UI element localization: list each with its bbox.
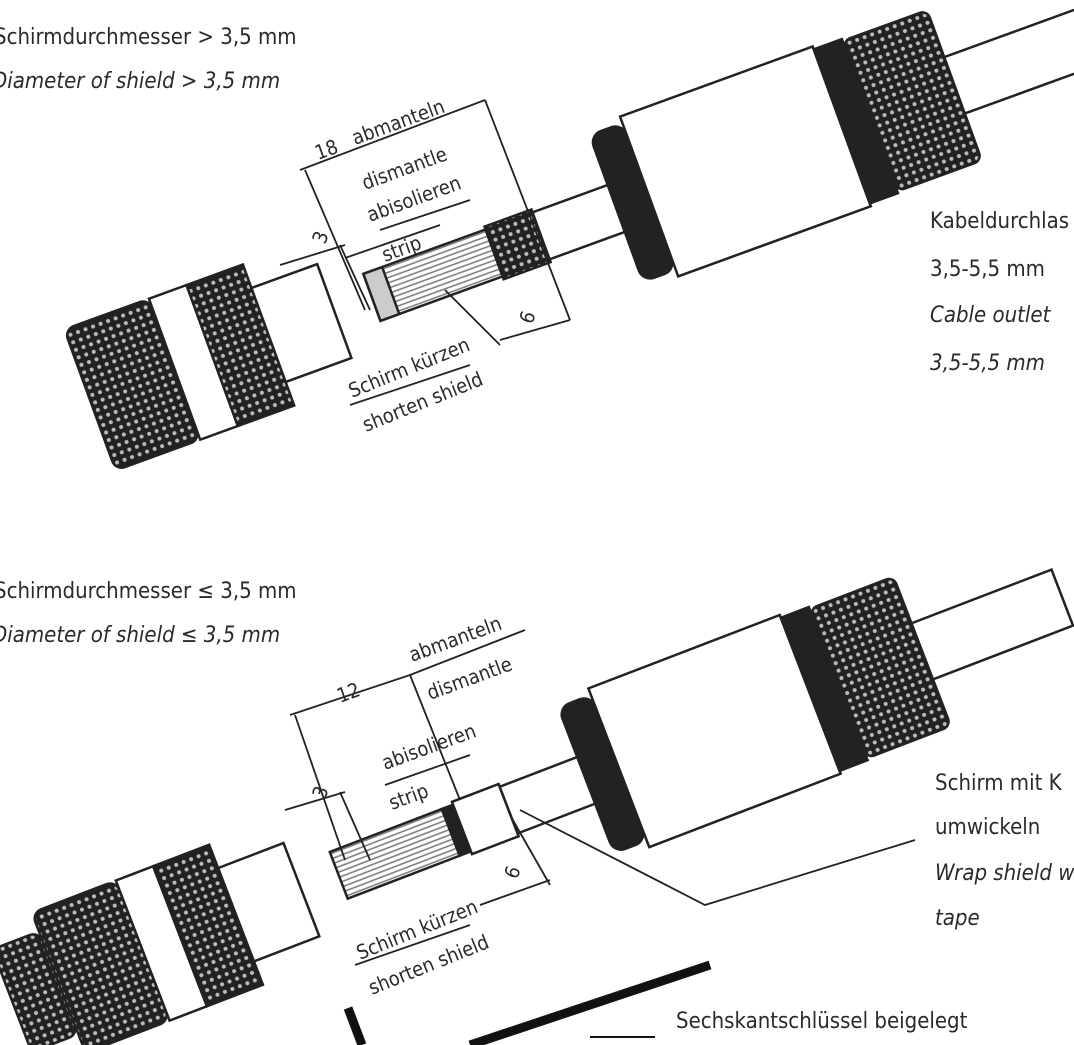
top-dim-shield: 6: [514, 308, 540, 327]
bottom-heading-en: Diameter of shield ≤ 3,5 mm: [0, 623, 280, 648]
bottom-strip-en: strip: [386, 778, 432, 814]
bottom-dim-shield: 6: [499, 863, 525, 882]
top-dim-total: 18: [312, 134, 342, 164]
hex-key-label: Sechskantschlüssel beigelegt: [676, 1009, 968, 1034]
top-dim-strip: 3: [307, 228, 333, 247]
bottom-wrap-de-1: Schirm mit K: [935, 771, 1063, 796]
top-outlet-en: Cable outlet: [930, 303, 1052, 328]
top-outlet-en-range: 3,5-5,5 mm: [930, 351, 1045, 376]
bottom-dim-strip: 3: [307, 783, 333, 802]
top-dismantle-de: abmanteln: [349, 94, 448, 150]
cable-end: [909, 567, 1074, 681]
top-outlet-de-range: 3,5-5,5 mm: [930, 257, 1045, 282]
connector-pins: [216, 841, 321, 964]
bottom-dim-total: 12: [334, 677, 364, 707]
tape-leader-line: [519, 809, 916, 906]
bottom-assembly: [0, 567, 1074, 1045]
bottom-dimension-lines: [284, 629, 916, 966]
bottom-wrap-en-2: tape: [935, 906, 980, 931]
stripped-wires: [328, 807, 462, 901]
hex-key: [343, 960, 712, 1045]
cable-end: [942, 4, 1074, 116]
top-dimension-lines: [279, 99, 571, 406]
top-outlet-de: Kabeldurchlas: [930, 209, 1069, 234]
connector-pins: [249, 262, 354, 384]
bottom-dismantle-en: dismantle: [424, 652, 516, 705]
bottom-wrap-en-1: Wrap shield w: [935, 861, 1074, 886]
top-heading-de: Schirmdurchmesser > 3,5 mm: [0, 25, 297, 50]
bottom-strip-de: abisolieren: [379, 719, 480, 775]
top-heading-en: Diameter of shield > 3,5 mm: [0, 69, 280, 94]
top-assembly: [65, 4, 1074, 469]
bottom-heading-de: Schirmdurchmesser ≤ 3,5 mm: [0, 579, 297, 604]
wire-strip-ends: [361, 265, 401, 323]
bottom-wrap-de-2: umwickeln: [935, 815, 1040, 840]
